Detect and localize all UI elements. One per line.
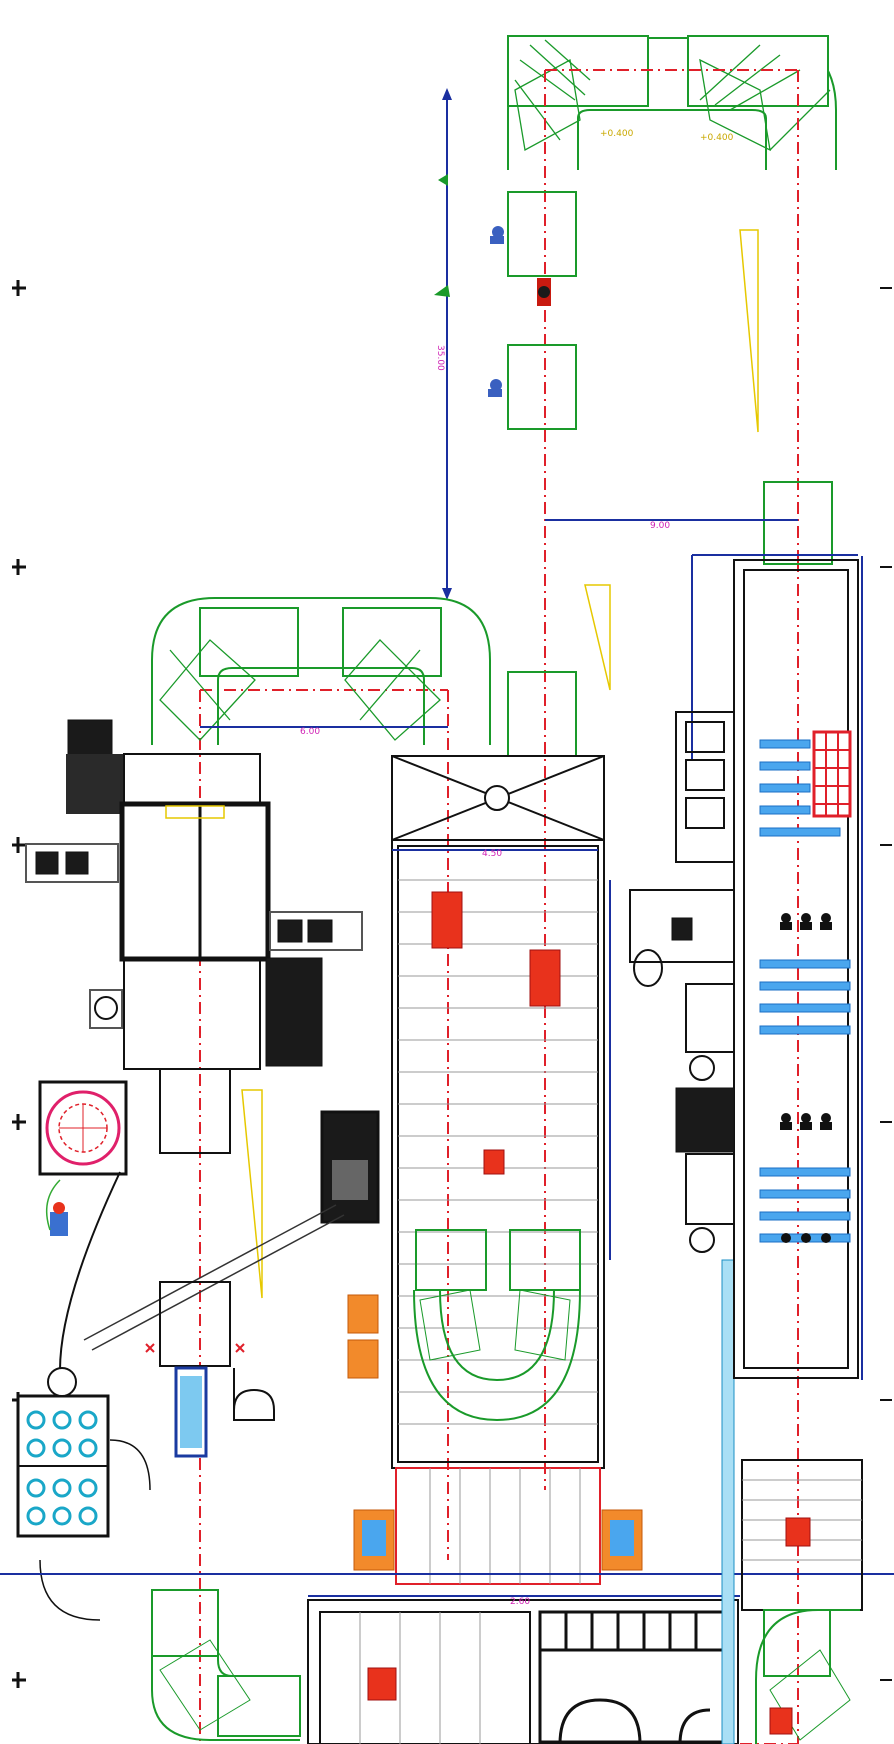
- transfer-station: [145, 1281, 275, 1458]
- forklift-icon: [45, 1179, 68, 1236]
- svg-text:4.50: 4.50: [482, 849, 502, 859]
- buffer-rollers: [398, 879, 598, 1425]
- red-rack: [812, 730, 852, 818]
- turntable-icon: [38, 1080, 128, 1176]
- robot-icon: [537, 278, 551, 306]
- svg-text:9.00: 9.00: [650, 521, 670, 531]
- conveyor-loop-top: +0.400 +0.400: [507, 35, 837, 170]
- slope-notes: [241, 229, 759, 1299]
- loop-notes: +0.400 +0.400: [600, 129, 734, 143]
- buffer-operator-marks: [431, 891, 561, 1175]
- grid-ticks-right: [880, 287, 892, 1681]
- dimension-tags: 9.00 6.00 4.50 2.60: [300, 521, 670, 1607]
- warning-signs: [347, 1294, 379, 1379]
- svg-text:6.00: 6.00: [300, 727, 320, 737]
- safety-fence: [721, 1259, 735, 1744]
- machine-cluster-left: [25, 719, 380, 1224]
- centerlines: [199, 69, 799, 1744]
- conveyor-loop-middle: [151, 597, 577, 757]
- palletizer: [16, 1367, 151, 1621]
- access-path: [59, 1171, 345, 1371]
- production-line-right: [691, 554, 863, 1380]
- svg-text:2.60: 2.60: [510, 1597, 530, 1607]
- bottom-storage: [307, 1595, 740, 1744]
- cnc-machines: [609, 711, 735, 1260]
- buffer-turn-conveyor: [413, 1229, 581, 1422]
- long-span-label: 35.00: [435, 345, 445, 371]
- operator-groups: [780, 913, 832, 1243]
- buffer-conveyor: [391, 755, 605, 1469]
- lift-station: [353, 1467, 643, 1585]
- svg-text:+0.400: +0.400: [700, 133, 734, 143]
- conveyor-loop-bottom-right: [741, 1459, 863, 1744]
- conveyor-loop-bottom-left: [151, 1589, 301, 1741]
- station-boxes-top: [488, 191, 833, 565]
- main-dimension-line: 35.00: [434, 88, 452, 600]
- operator-icon: [488, 226, 504, 397]
- svg-text:+0.400: +0.400: [600, 129, 634, 139]
